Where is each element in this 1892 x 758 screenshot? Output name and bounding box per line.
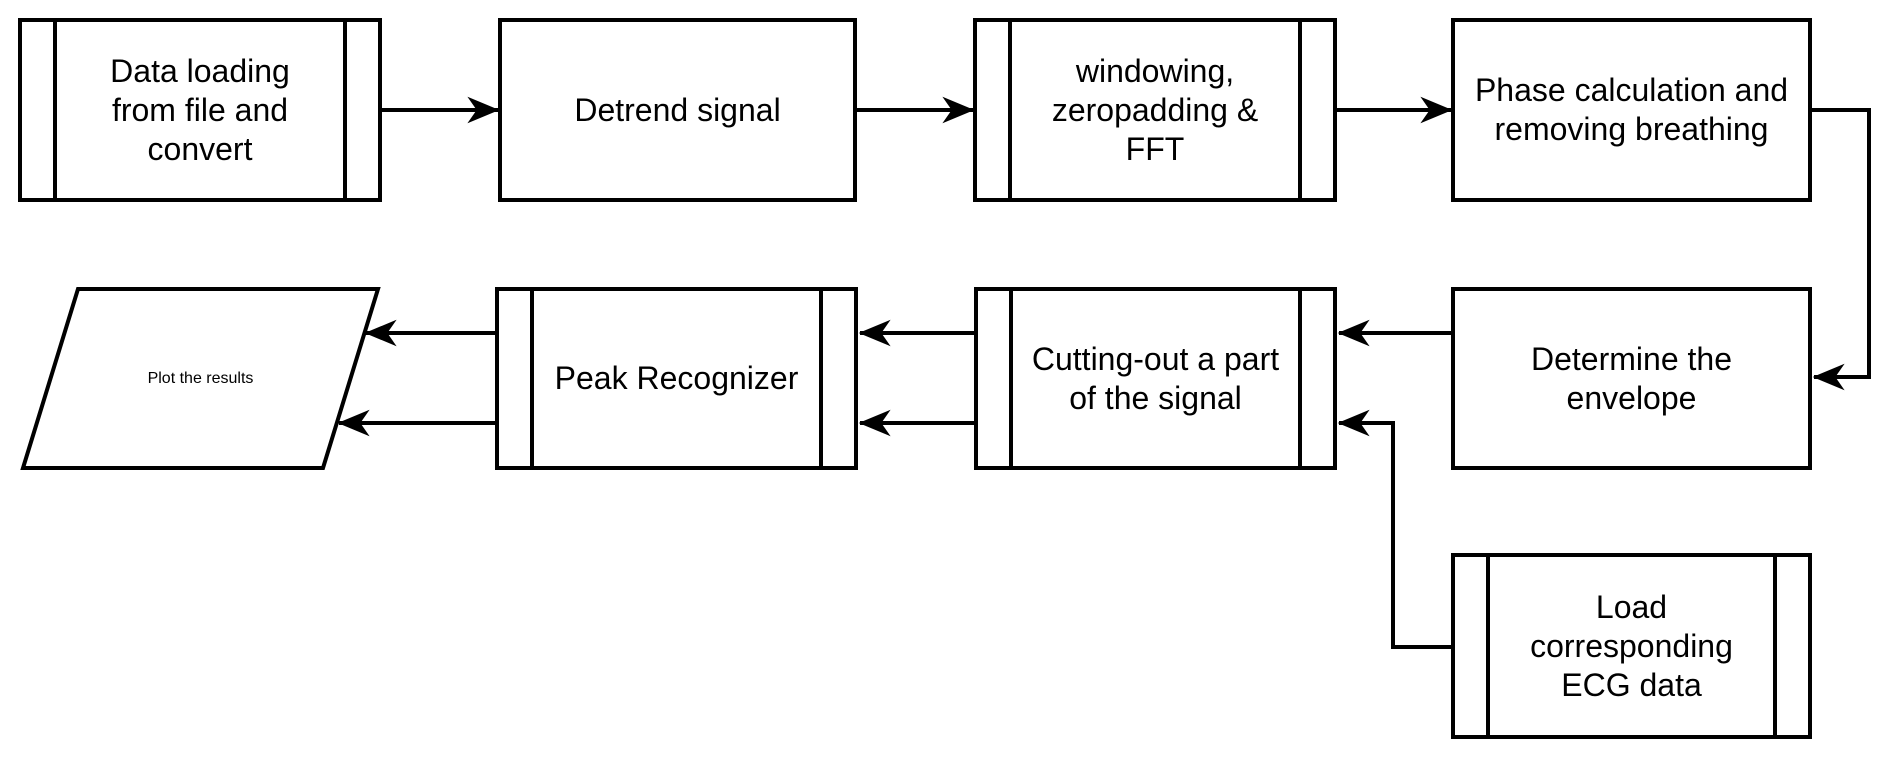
node-windowing-fft: windowing, zeropadding & FFT <box>973 18 1337 202</box>
node-load-ecg-data: Load corresponding ECG data <box>1451 553 1812 739</box>
node-label: Data loading from file and convert <box>110 52 290 167</box>
subprocess-bar-right <box>1298 291 1302 466</box>
node-plot-results-shape <box>20 287 381 470</box>
node-peak-recognizer: Peak Recognizer <box>495 287 858 470</box>
arrow-ecg-to-cutting <box>1337 409 1451 649</box>
node-label: Cutting-out a part of the signal <box>1031 340 1280 416</box>
subprocess-bar-left <box>1009 291 1013 466</box>
node-detrend-signal: Detrend signal <box>498 18 857 202</box>
subprocess-bar-right <box>1298 22 1302 198</box>
subprocess-bar-right <box>1773 557 1777 735</box>
node-label: Phase calculation and removing breathing <box>1474 72 1789 147</box>
node-data-loading: Data loading from file and convert <box>18 18 382 202</box>
subprocess-bar-right <box>819 291 823 466</box>
node-label: Plot the results <box>147 369 254 387</box>
arrow-phase-to-envelope <box>1812 108 1871 391</box>
subprocess-bar-left <box>53 22 57 198</box>
subprocess-bar-right <box>343 22 347 198</box>
node-plot-results: Plot the results <box>23 289 378 468</box>
subprocess-bar-left <box>530 291 534 466</box>
node-determine-envelope: Determine the envelope <box>1451 287 1812 470</box>
node-label: Detrend signal <box>574 91 781 128</box>
node-cutting-out: Cutting-out a part of the signal <box>974 287 1337 470</box>
subprocess-bar-left <box>1486 557 1490 735</box>
node-label: Peak Recognizer <box>554 360 799 396</box>
node-label: Determine the envelope <box>1531 340 1732 416</box>
node-label: windowing, zeropadding & FFT <box>1051 52 1259 167</box>
node-label: Load corresponding ECG data <box>1530 588 1733 703</box>
node-phase-calculation: Phase calculation and removing breathing <box>1451 18 1812 202</box>
subprocess-bar-left <box>1008 22 1012 198</box>
